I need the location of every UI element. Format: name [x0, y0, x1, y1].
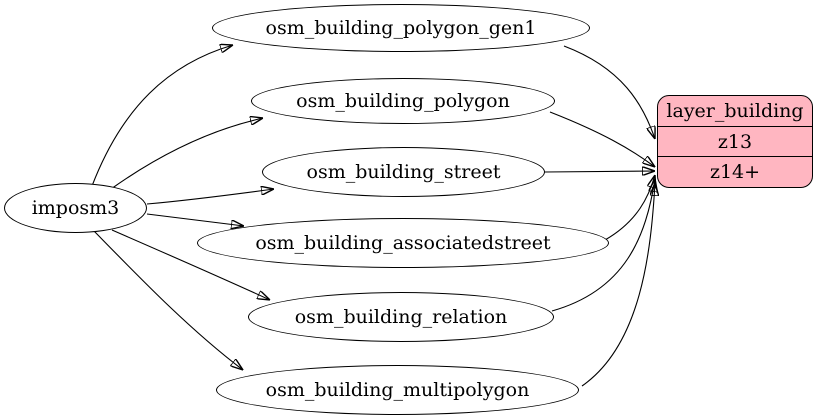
node-layer-building: layer_building z13 z14+: [657, 95, 813, 188]
layer-building-title: layer_building: [666, 99, 804, 122]
edge-polygon-gen1-to-layer-z13: [563, 45, 655, 139]
node-osm-building-relation: osm_building_relation: [248, 292, 554, 342]
edge-imposm3-to-polygon: [110, 118, 263, 190]
node-osm-building-polygon: osm_building_polygon: [251, 78, 555, 124]
layer-building-row-z14plus: z14+: [658, 156, 812, 187]
node-osm-building-multipolygon: osm_building_multipolygon: [216, 365, 579, 415]
edge-multipolygon-to-layer-z14: [581, 183, 655, 387]
node-osm-building-associatedstreet: osm_building_associatedstreet: [197, 218, 609, 268]
edge-imposm3-to-polygon-gen1: [91, 45, 233, 187]
node-osm-building-polygon-gen1: osm_building_polygon_gen1: [212, 4, 590, 52]
edge-street-to-layer-z14: [544, 171, 655, 172]
node-imposm3: imposm3: [4, 183, 147, 233]
edge-polygon-to-layer-z14: [549, 111, 655, 167]
edge-imposm3-to-street: [146, 189, 274, 205]
layer-building-row-z13: z13: [658, 125, 812, 157]
edge-associatedstreet-to-layer-z14: [604, 175, 655, 241]
node-osm-building-street: osm_building_street: [262, 147, 545, 197]
edge-imposm3-to-associatedstreet: [146, 213, 244, 226]
